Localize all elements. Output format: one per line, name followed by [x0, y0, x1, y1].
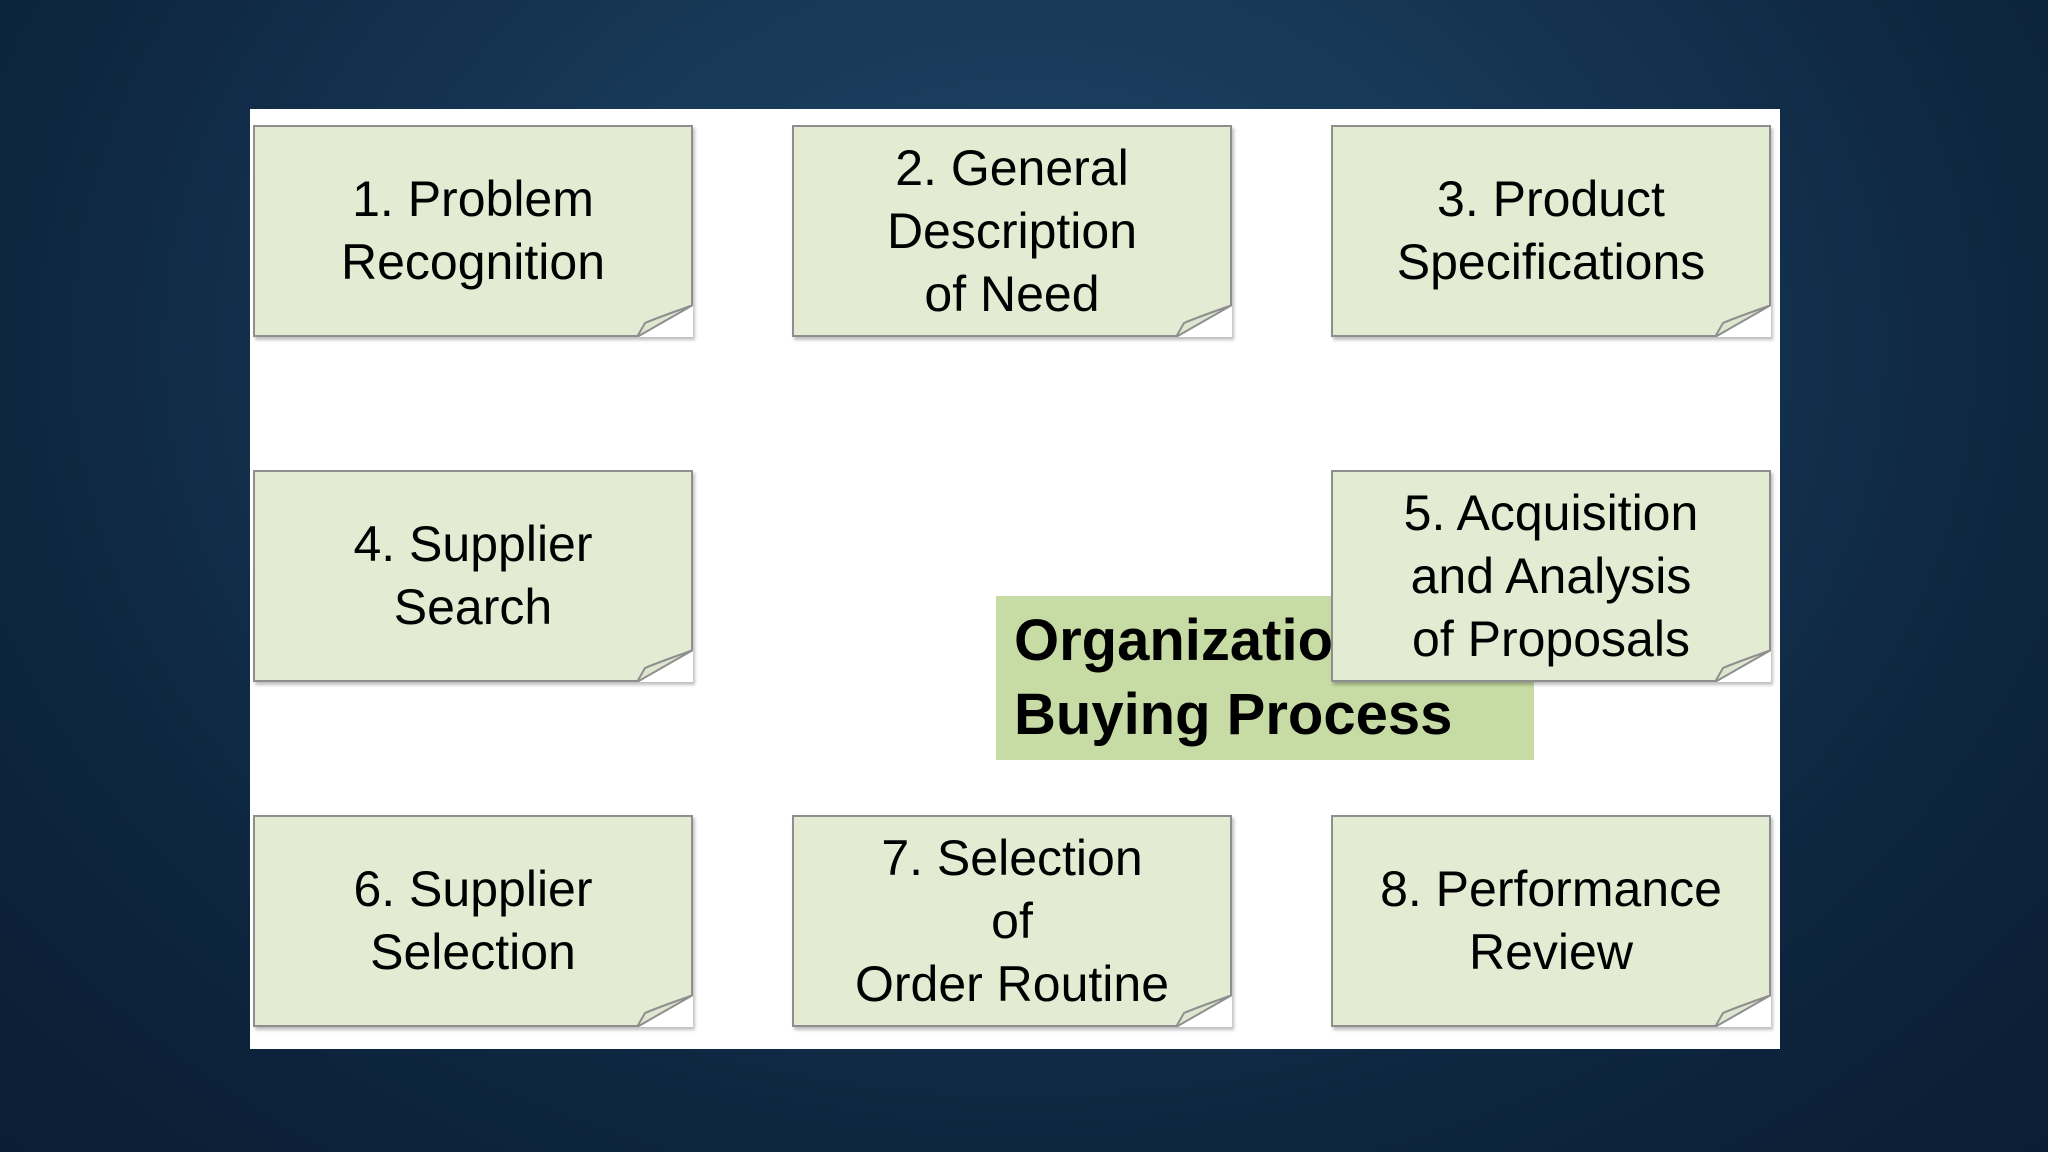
- diagram-panel: 1. Problem Recognition 2. General Descri…: [250, 109, 1780, 1049]
- step-note-5: 5. Acquisition and Analysis of Proposals: [1331, 470, 1771, 682]
- step-note-7: 7. Selection of Order Routine: [792, 815, 1232, 1027]
- page-curl-icon: [1176, 995, 1232, 1027]
- step-label-5: 5. Acquisition and Analysis of Proposals: [1403, 484, 1699, 667]
- page-curl-icon: [637, 995, 693, 1027]
- page-curl-icon: [1176, 305, 1232, 337]
- step-note-4: 4. Supplier Search: [253, 470, 693, 682]
- step-label-7: 7. Selection of Order Routine: [854, 829, 1170, 1012]
- step-note-3: 3. Product Specifications: [1331, 125, 1771, 337]
- step-label-4: 4. Supplier Search: [353, 516, 593, 635]
- step-label-2: 2. General Description of Need: [886, 139, 1138, 322]
- page-curl-icon: [637, 650, 693, 682]
- step-note-6: 6. Supplier Selection: [253, 815, 693, 1027]
- step-label-1: 1. Problem Recognition: [340, 171, 606, 290]
- step-label-3: 3. Product Specifications: [1396, 171, 1706, 290]
- step-note-8: 8. Performance Review: [1331, 815, 1771, 1027]
- page-curl-icon: [1715, 305, 1771, 337]
- step-label-8: 8. Performance Review: [1380, 861, 1722, 980]
- page-curl-icon: [637, 305, 693, 337]
- page-curl-icon: [1715, 650, 1771, 682]
- step-note-2: 2. General Description of Need: [792, 125, 1232, 337]
- page-curl-icon: [1715, 995, 1771, 1027]
- step-label-6: 6. Supplier Selection: [353, 861, 593, 980]
- step-note-1: 1. Problem Recognition: [253, 125, 693, 337]
